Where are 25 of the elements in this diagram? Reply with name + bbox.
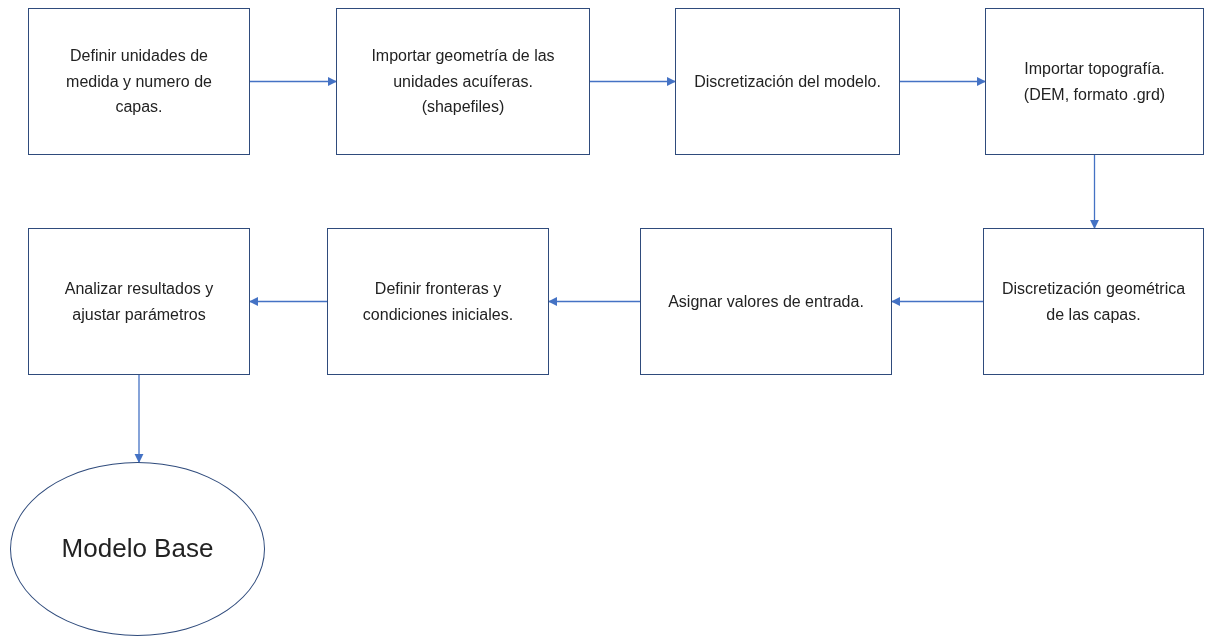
node-text: Discretización del modelo. (694, 71, 881, 92)
node-text: Discretización geométrica de las capas. (1000, 278, 1187, 325)
arrow (899, 76, 986, 87)
process-box (327, 228, 549, 375)
process-box (983, 228, 1204, 375)
node-text: Importar topografía. (DEM, formato .grd) (1022, 58, 1167, 105)
process-box (675, 8, 900, 155)
arrow (548, 296, 641, 307)
process-box (985, 8, 1204, 155)
arrow (249, 76, 337, 87)
arrow (134, 374, 144, 463)
process-box (28, 228, 250, 375)
arrow (249, 296, 328, 307)
node-text: Analizar resultados y ajustar parámetros (63, 278, 215, 325)
node-text: Definir unidades de medida y numero de capas. (65, 46, 213, 118)
arrow (589, 76, 676, 87)
node-text: Asignar valores de entrada. (668, 291, 864, 312)
process-box (336, 8, 590, 155)
process-box (28, 8, 250, 155)
node-text: Importar geometría de las unidades acuíferas. (shapefiles) (370, 46, 556, 118)
node-text: Modelo Base (61, 532, 214, 566)
node-text: Definir fronteras y condiciones iniciales. (361, 278, 515, 325)
arrow (1089, 154, 1100, 229)
arrow (891, 296, 984, 307)
process-box (640, 228, 892, 375)
